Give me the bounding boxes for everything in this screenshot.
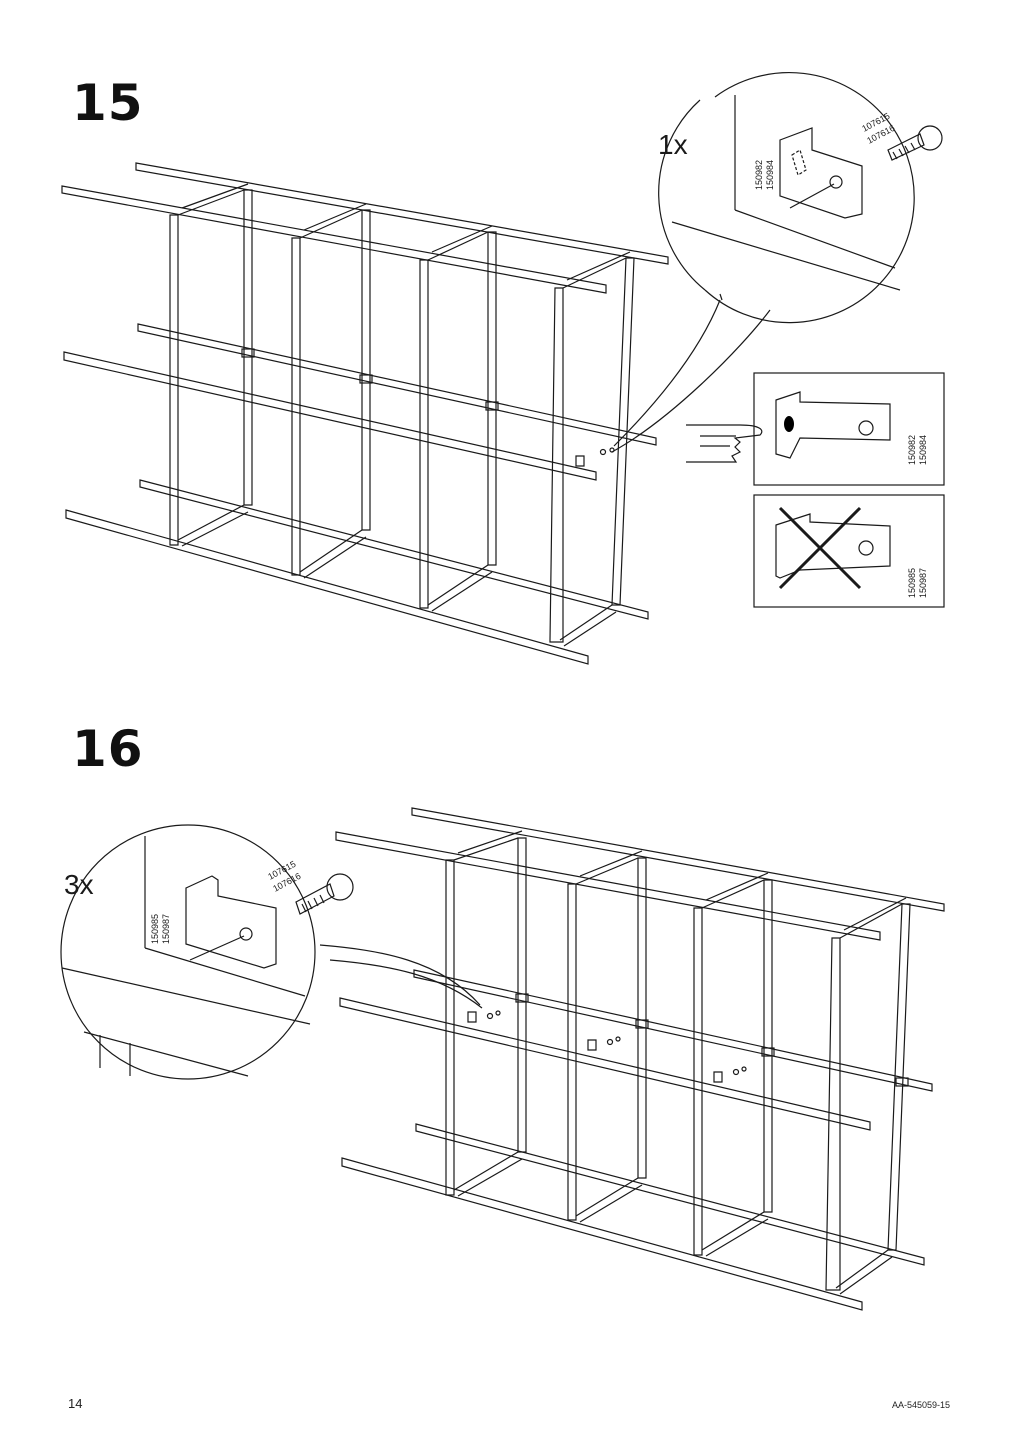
step-16-bracket-part-1: 150985 [150,914,160,944]
step-15-wrong-box [753,494,945,608]
cross-mark-icon [778,506,862,590]
step-15-circle-bracket-part-1: 150982 [754,160,764,190]
step-16-quantity: 3x [64,869,94,900]
step-15-circle-bracket-part-2: 150984 [765,160,775,190]
step-16-bracket-part-2: 150987 [161,914,171,944]
document-code: AA-545059-15 [891,1400,950,1410]
step-16-frame-drawing [319,807,945,1311]
step-15-detail-circle [658,72,943,324]
step-15-wrong-bracket-part-2: 150987 [918,568,928,598]
pointing-hand-icon [686,424,763,463]
step-15-correct-bracket-part-1: 150982 [907,435,917,465]
step-15-quantity: 1x [658,129,688,160]
step-16-detail-circle [60,824,354,1080]
step-15-wrong-bracket-part-1: 150985 [907,568,917,598]
step-15-correct-bracket-part-2: 150984 [918,435,928,465]
step-15-correct-box [753,372,945,486]
page-number: 14 [68,1396,83,1411]
step-15-number: 15 [72,74,144,132]
step-15-frame-drawing [61,162,771,665]
step-16-number: 16 [72,720,144,778]
